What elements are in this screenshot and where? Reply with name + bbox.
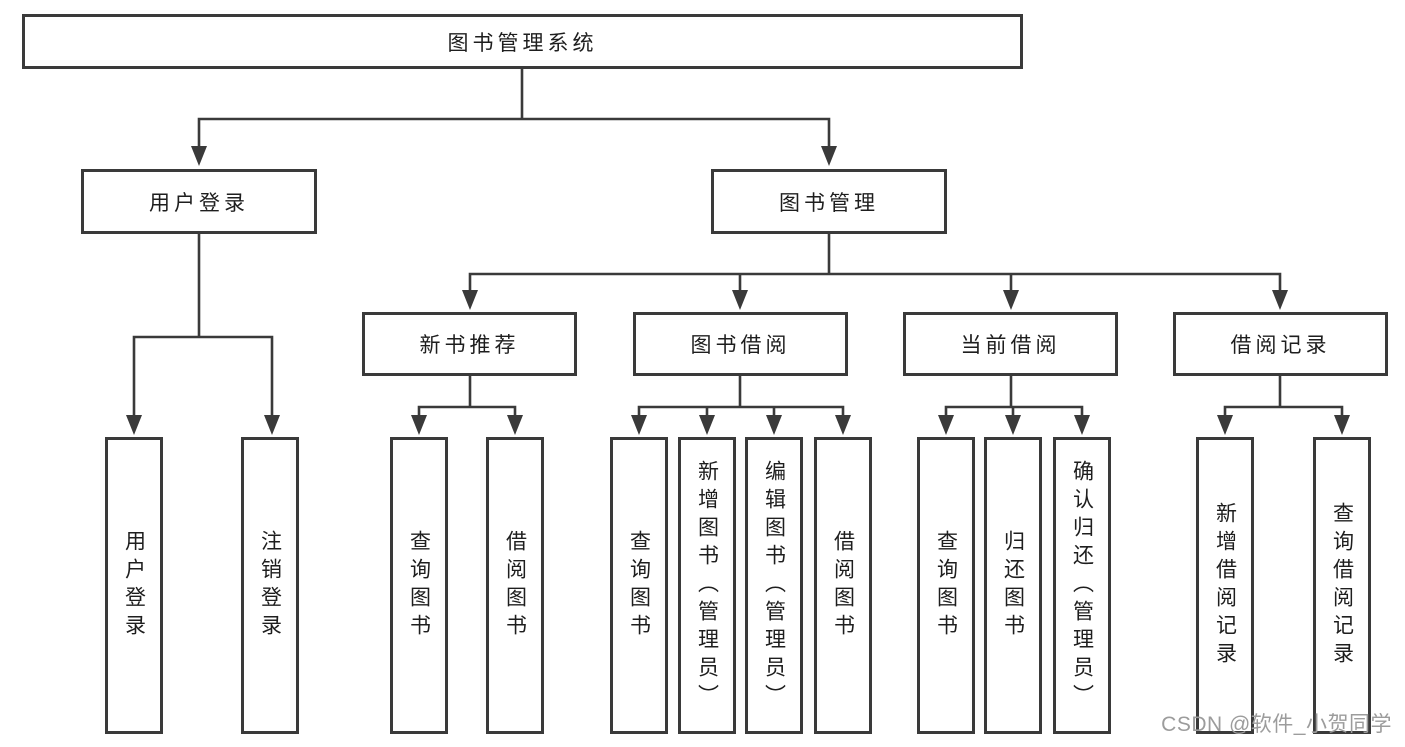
arrow-down-icon [821,146,837,166]
arrow-down-icon [1334,415,1350,435]
arrow-down-icon [835,415,851,435]
leaf-add-book-admin: 新增图书（管理员） [678,437,736,734]
leaf-label: 借阅图书 [503,529,527,642]
leaf-label: 新增借阅记录 [1213,501,1237,670]
arrow-down-icon [1005,415,1021,435]
arrow-down-icon [1074,415,1090,435]
node-new-book-recommend: 新书推荐 [362,312,577,376]
leaf-label: 查询图书 [934,529,958,642]
connector-management-to-level3 [462,232,1288,310]
arrow-down-icon [507,415,523,435]
arrow-down-icon [462,290,478,310]
leaf-label: 查询借阅记录 [1330,501,1354,670]
node-label: 借阅记录 [1230,334,1331,357]
node-label: 新书推荐 [419,334,520,357]
arrow-down-icon [411,415,427,435]
connector-records-to-leaves [1217,375,1350,435]
arrow-down-icon [732,290,748,310]
leaf-return-books: 归还图书 [984,437,1042,734]
leaf-label: 用户登录 [122,529,146,642]
connector-login-to-leaves [126,233,280,435]
leaf-label: 归还图书 [1001,529,1025,642]
node-label: 当前借阅 [960,334,1061,357]
node-book-borrowing: 图书借阅 [633,312,848,376]
node-label: 图书管理系统 [447,31,598,55]
leaf-query-books-current: 查询图书 [917,437,975,734]
arrow-down-icon [126,415,142,435]
arrow-down-icon [1217,415,1233,435]
leaf-query-books-borrowing: 查询图书 [610,437,668,734]
arrow-down-icon [938,415,954,435]
node-borrowing-records: 借阅记录 [1173,312,1388,376]
leaf-borrow-books-borrowing: 借阅图书 [814,437,872,734]
node-book-management: 图书管理 [711,169,947,234]
arrow-down-icon [766,415,782,435]
leaf-label: 查询图书 [407,529,431,642]
leaf-confirm-return-admin: 确认归还（管理员） [1053,437,1111,734]
arrow-down-icon [191,146,207,166]
csdn-watermark: CSDN @软件_小贺同学 [1161,713,1392,736]
leaf-query-borrow-record: 查询借阅记录 [1313,437,1371,734]
node-label: 图书借阅 [690,334,791,357]
arrow-down-icon [699,415,715,435]
leaf-query-books-recommend: 查询图书 [390,437,448,734]
leaf-label: 确认归还（管理员） [1070,459,1094,712]
arrow-down-icon [1003,290,1019,310]
node-library-management-system: 图书管理系统 [22,14,1023,69]
leaf-user-login: 用户登录 [105,437,163,734]
connector-newbook-to-leaves [411,376,523,435]
leaf-edit-book-admin: 编辑图书（管理员） [745,437,803,734]
connector-current-to-leaves [938,376,1090,435]
node-user-login: 用户登录 [81,169,317,234]
leaf-label: 新增图书（管理员） [695,459,719,712]
connector-borrow-to-leaves [631,376,851,435]
leaf-label: 编辑图书（管理员） [762,459,786,712]
arrow-down-icon [264,415,280,435]
node-label: 图书管理 [779,191,879,215]
leaf-add-borrow-record: 新增借阅记录 [1196,437,1254,734]
arrow-down-icon [1272,290,1288,310]
leaf-borrow-books-recommend: 借阅图书 [486,437,544,734]
leaf-logout: 注销登录 [241,437,299,734]
node-label: 用户登录 [149,191,249,215]
arrow-down-icon [631,415,647,435]
leaf-label: 注销登录 [258,529,282,642]
connector-root-to-level2 [191,68,837,166]
node-current-borrowing: 当前借阅 [903,312,1118,376]
leaf-label: 查询图书 [627,529,651,642]
leaf-label: 借阅图书 [831,529,855,642]
